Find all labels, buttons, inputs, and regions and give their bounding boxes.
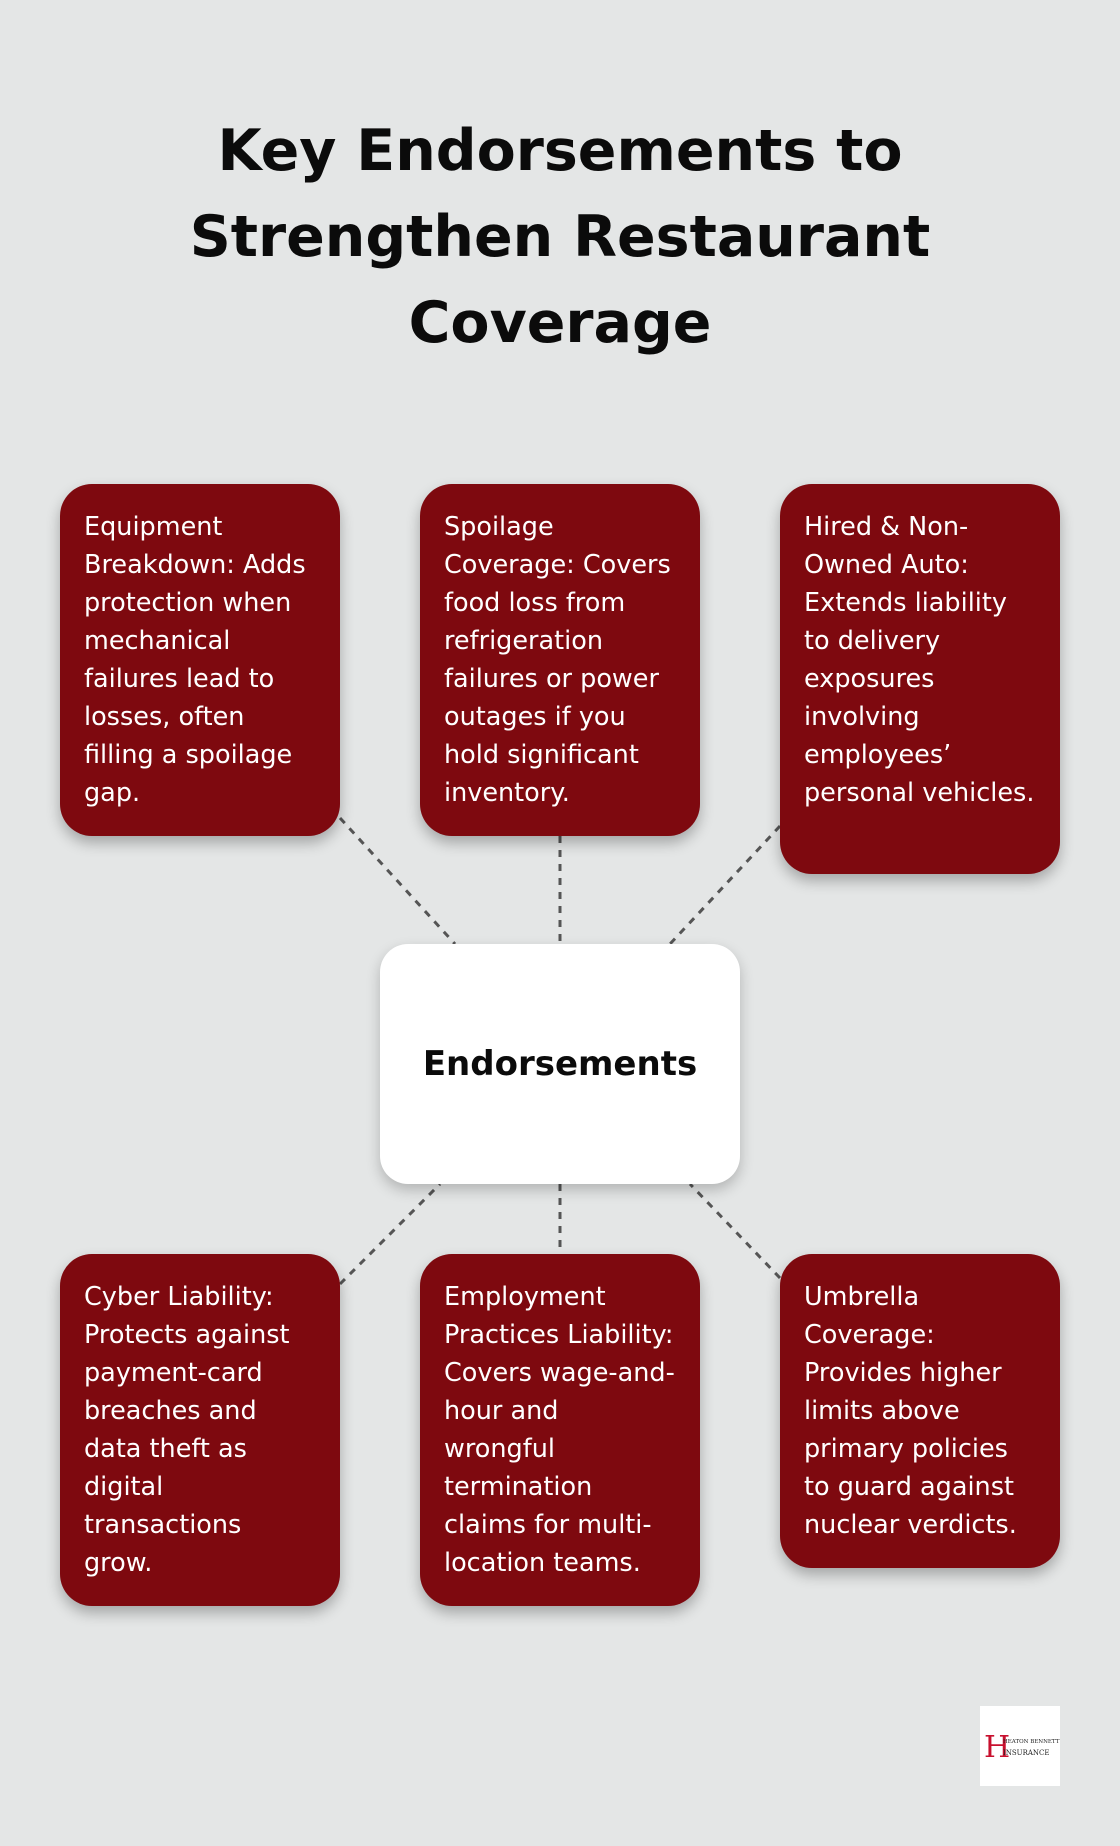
- connector-auto: [668, 824, 782, 946]
- card-text: Umbrella Coverage: Provides higher limit…: [804, 1282, 1017, 1540]
- card-umbrella-coverage: Umbrella Coverage: Provides higher limit…: [780, 1254, 1060, 1568]
- card-employment-practices-liability: Employment Practices Liability: Covers w…: [420, 1254, 700, 1606]
- card-cyber-liability: Cyber Liability: Protects against paymen…: [60, 1254, 340, 1606]
- card-text: Employment Practices Liability: Covers w…: [444, 1282, 675, 1578]
- connector-equipment: [338, 816, 457, 946]
- connector-cyber: [338, 1182, 442, 1286]
- logo-letter: H: [984, 1730, 1010, 1765]
- logo-line-2: INSURANCE: [1003, 1749, 1050, 1757]
- card-text: Equipment Breakdown: Adds protection whe…: [84, 512, 306, 808]
- card-hired-non-owned-auto: Hired & Non-Owned Auto: Extends liabilit…: [780, 484, 1060, 874]
- center-node-endorsements: Endorsements: [380, 944, 740, 1184]
- card-text: Cyber Liability: Protects against paymen…: [84, 1282, 290, 1578]
- card-text: Hired & Non-Owned Auto: Extends liabilit…: [804, 512, 1035, 808]
- card-spoilage-coverage: Spoilage Coverage: Covers food loss from…: [420, 484, 700, 836]
- connector-umbrella: [688, 1182, 782, 1280]
- page-title: Key Endorsements to Strengthen Restauran…: [189, 118, 931, 356]
- center-label: Endorsements: [422, 1044, 698, 1084]
- logo-mark: H HEATON BENNETT INSURANCE: [984, 1730, 1060, 1765]
- card-equipment-breakdown: Equipment Breakdown: Adds protection whe…: [60, 484, 340, 836]
- logo-line-1: HEATON BENNETT: [1003, 1739, 1060, 1745]
- card-text: Spoilage Coverage: Covers food loss from…: [444, 512, 671, 808]
- company-logo: H HEATON BENNETT INSURANCE: [980, 1706, 1060, 1786]
